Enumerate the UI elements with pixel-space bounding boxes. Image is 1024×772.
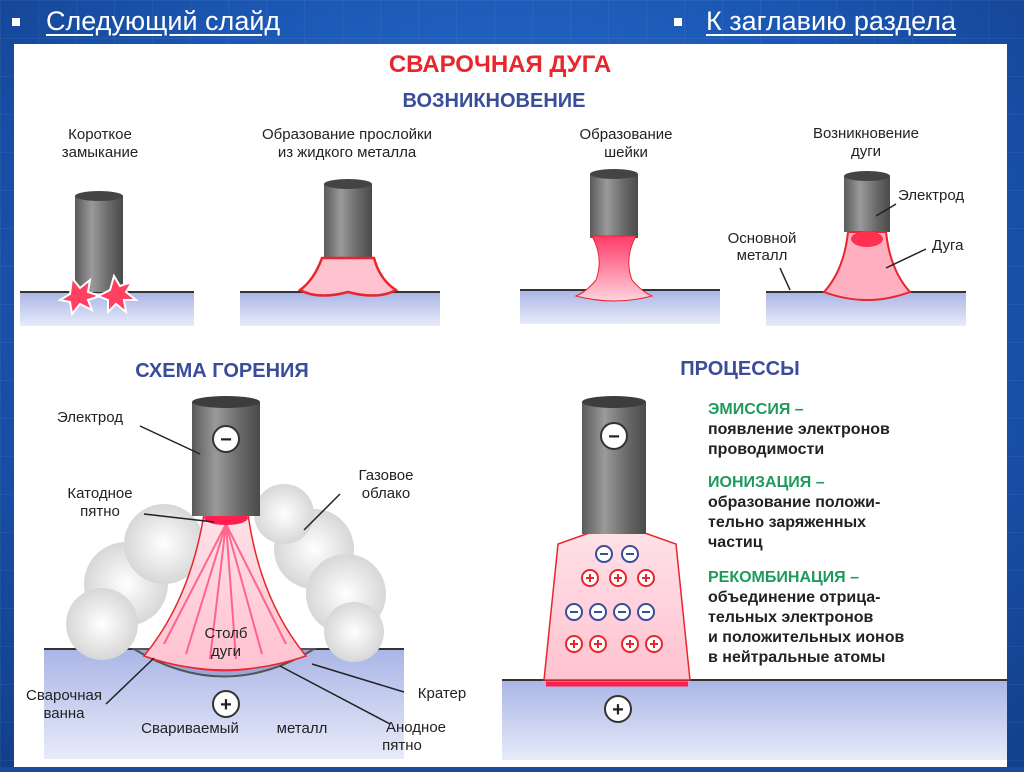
- electrode-shape: [192, 402, 260, 516]
- plus-sign-icon: [604, 695, 632, 723]
- gas-cloud-label: Газовое: [359, 467, 414, 484]
- stage-3-label: Образование: [580, 126, 673, 143]
- electrode-shape: [590, 174, 638, 238]
- minus-sign-icon: [212, 425, 240, 453]
- welded-metal-label: металл: [277, 720, 328, 737]
- process-descriptions: ЭМИССИЯ – появление электронов проводимо…: [708, 401, 904, 666]
- leader-line: [875, 203, 897, 217]
- plus-sign-label: +: [220, 694, 232, 716]
- bullet-icon: [12, 18, 20, 26]
- section-title-link[interactable]: К заглавию раздела: [706, 6, 956, 36]
- crater-label: Кратер: [418, 685, 466, 702]
- neck-shape: [574, 235, 654, 302]
- ionization-text: тельно заряженных: [708, 514, 866, 531]
- emission-text: появление электронов: [708, 421, 890, 438]
- ionization-particles: [581, 545, 655, 587]
- stage-1-label: замыкание: [62, 144, 139, 161]
- gas-cloud-label: облако: [362, 485, 410, 502]
- spark-shape: [57, 275, 104, 317]
- stage-2-label: из жидкого металла: [278, 144, 417, 161]
- stage-1-label: Короткое: [68, 126, 132, 143]
- emission-text: проводимости: [708, 441, 824, 458]
- recombination-text: и положительных ионов: [708, 629, 904, 646]
- cathode-spot-label: Катодное: [67, 485, 132, 502]
- recombination-particles: [565, 603, 663, 653]
- gas-cloud-shape: [66, 484, 386, 662]
- recombination-text: в нейтральные атомы: [708, 649, 885, 666]
- recombination-term: РЕКОМБИНАЦИЯ –: [708, 569, 859, 586]
- minus-sign-label: −: [608, 426, 620, 448]
- welding-arc-diagram: СВАРОЧНАЯ ДУГА ВОЗНИКНОВЕНИЕ Короткое за…: [20, 51, 1007, 760]
- arc-column-shape: [142, 513, 308, 671]
- top-navigation: Следующий слайд К заглавию раздела: [0, 0, 1024, 46]
- leader-line: [779, 267, 791, 291]
- electrode-shape: [844, 176, 890, 232]
- combustion-scheme: − + Электрод Катодное пятно Газовое обла…: [26, 396, 466, 759]
- leader-line: [885, 248, 927, 269]
- next-slide-link[interactable]: Следующий слайд: [46, 6, 281, 36]
- stage-labels: Короткое замыкание Образование прослойки…: [62, 125, 919, 161]
- emission-term: ЭМИССИЯ –: [708, 401, 804, 418]
- scheme-title: СХЕМА ГОРЕНИЯ: [135, 360, 309, 382]
- anode-spot-label: пятно: [382, 737, 422, 754]
- recombination-text: тельных электронов: [708, 609, 874, 626]
- base-metal-label: Основной: [728, 230, 797, 247]
- electrode-label: Электрод: [57, 409, 123, 426]
- leader-lines: [105, 425, 405, 725]
- stage-4-illustration: Электрод Основной металл Дуга: [728, 171, 966, 326]
- stage-3-illustration: [520, 169, 720, 324]
- arc-shape: [822, 231, 912, 301]
- spark-shape: [95, 273, 139, 315]
- cathode-spot-label: пятно: [80, 503, 120, 520]
- stage-1-illustration: [20, 191, 194, 326]
- ionization-text: образование положи-: [708, 494, 880, 511]
- diagram-subtitle: ВОЗНИКНОВЕНИЕ: [403, 90, 586, 112]
- ionization-term: ИОНИЗАЦИЯ –: [708, 474, 825, 491]
- electrode-shape: [324, 184, 372, 262]
- base-metal-label: металл: [737, 247, 788, 264]
- weld-pool-label: Сварочная: [26, 687, 102, 704]
- stage-2-illustration: [240, 179, 440, 326]
- electrode-shape: [582, 402, 646, 534]
- processes-title: ПРОЦЕССЫ: [680, 358, 799, 380]
- diagram-title: СВАРОЧНАЯ ДУГА: [389, 51, 611, 78]
- minus-sign-label: −: [220, 429, 232, 451]
- minus-sign-icon: [600, 422, 628, 450]
- stage-3-label: шейки: [604, 144, 648, 161]
- electrode-label: Электрод: [898, 187, 964, 204]
- arc-label: Дуга: [932, 237, 964, 254]
- arc-column-label: Столб: [205, 625, 248, 642]
- recombination-text: объединение отрица-: [708, 589, 880, 606]
- stage-4-label: Возникновение: [813, 125, 919, 142]
- ionization-text: частиц: [708, 534, 763, 551]
- anode-spot-label: Анодное: [386, 719, 446, 736]
- plus-sign-label: +: [612, 699, 624, 721]
- welded-metal-label: Свариваемый: [141, 720, 239, 737]
- arc-column-label: дуги: [211, 643, 241, 660]
- diagram-panel: СВАРОЧНАЯ ДУГА ВОЗНИКНОВЕНИЕ Короткое за…: [14, 44, 1007, 767]
- weld-pool-label: ванна: [43, 705, 85, 722]
- plus-sign-icon: [212, 690, 240, 718]
- processes-illustration: − +: [502, 396, 1007, 760]
- stage-4-label: дуги: [851, 143, 881, 160]
- stage-2-label: Образование прослойки: [262, 126, 432, 143]
- liquid-layer-shape: [297, 256, 399, 297]
- bullet-icon: [674, 18, 682, 26]
